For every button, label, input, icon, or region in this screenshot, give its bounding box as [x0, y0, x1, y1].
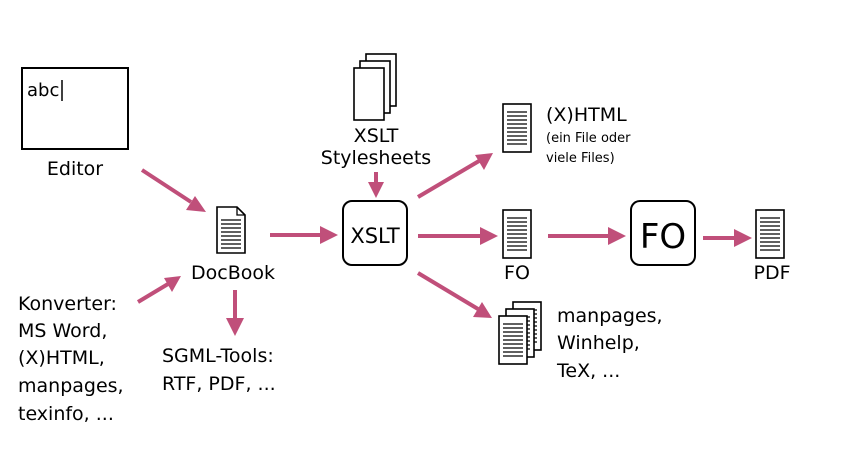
fo-document: FO	[502, 209, 532, 284]
arrow-docbook-xslt	[270, 226, 338, 244]
fo-processor-box	[630, 200, 696, 266]
arrow-xslt-xhtml	[416, 153, 493, 199]
fo-document-label: FO	[504, 262, 530, 284]
stylesheets-node: XSLT Stylesheets	[321, 53, 431, 169]
pdf-label: PDF	[753, 262, 790, 284]
xslt-label: XSLT	[350, 224, 400, 248]
arrow-foprocessor-pdf	[703, 229, 752, 247]
xhtml-subtitle: viele Files)	[546, 151, 615, 166]
pdf-output: PDF	[753, 209, 791, 284]
sgml-tools: SGML-Tools: RTF, PDF, ...	[162, 345, 276, 395]
converter-line: MS Word,	[18, 320, 107, 342]
stylesheets-label: XSLT	[354, 125, 399, 147]
other-output-line: manpages,	[557, 305, 663, 327]
docbook-node: DocBook	[191, 206, 275, 284]
arrow-stylesheets-xslt	[368, 172, 384, 198]
pdf-document-icon	[755, 209, 785, 259]
xslt-processor: XSLT	[342, 200, 408, 266]
editor-label: Editor	[47, 158, 103, 180]
converter-line: (X)HTML,	[18, 347, 105, 369]
converter-list: Konverter: MS Word, (X)HTML, manpages, t…	[18, 293, 124, 425]
xslt-box	[342, 200, 408, 266]
arrows	[136, 153, 752, 336]
arrow-converter-docbook	[136, 276, 181, 304]
output-document-icon	[498, 315, 528, 365]
xhtml-output: (X)HTML (ein File oder viele Files)	[502, 103, 631, 166]
arrow-editor-docbook	[140, 168, 206, 212]
xhtml-document-icon	[502, 103, 532, 153]
editor-window	[21, 67, 129, 150]
sgml-line: SGML-Tools:	[162, 345, 274, 367]
converter-line: manpages,	[18, 375, 124, 397]
editor-node: abc Editor	[21, 67, 129, 180]
other-output-line: Winhelp,	[557, 332, 640, 354]
arrow-fo-foprocessor	[548, 227, 626, 245]
editor-text: abc	[27, 80, 59, 101]
fo-processor-label: FO	[640, 217, 686, 257]
fo-processor: FO	[630, 200, 696, 266]
fo-document-icon	[502, 209, 532, 259]
stylesheets-label: Stylesheets	[321, 147, 431, 169]
other-output-line: TeX, ...	[556, 360, 620, 382]
docbook-label: DocBook	[191, 262, 275, 284]
sgml-line: RTF, PDF, ...	[162, 373, 276, 395]
arrow-xslt-others	[416, 271, 492, 318]
converter-line: texinfo, ...	[18, 403, 114, 425]
docbook-document-icon	[216, 206, 246, 254]
arrow-xslt-fo	[418, 227, 498, 245]
converter-line: Konverter:	[18, 293, 117, 315]
arrow-docbook-sgml	[226, 290, 244, 336]
xhtml-subtitle: (ein File oder	[546, 131, 631, 146]
other-outputs: manpages, Winhelp, TeX, ...	[498, 301, 663, 382]
stylesheet-page-icon	[353, 67, 385, 121]
xhtml-title: (X)HTML	[546, 104, 627, 126]
